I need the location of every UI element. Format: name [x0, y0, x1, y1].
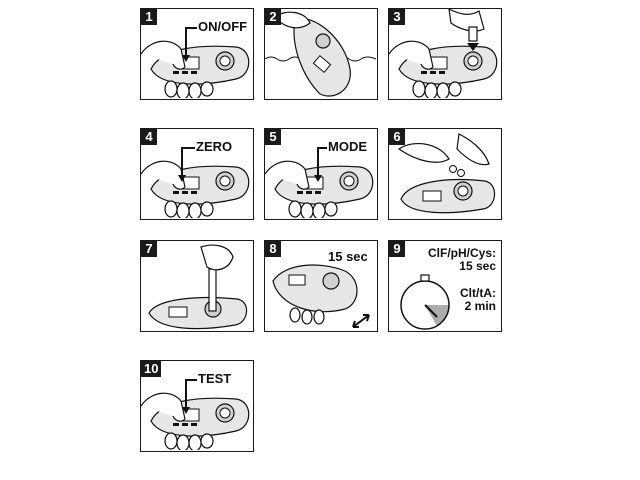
pointer-arrow-icon — [314, 175, 322, 182]
fill-cell-in-water-illustration — [265, 11, 376, 97]
clt-ta-duration: 2 min — [464, 299, 496, 313]
step-5-panel: 5 MODE — [264, 128, 378, 220]
cl-ph-cys-label: ClF/pH/Cys: — [427, 246, 496, 260]
insert-arrow-icon — [467, 43, 479, 51]
add-tablet-illustration — [397, 133, 496, 214]
pointer-arrow-icon — [178, 175, 186, 182]
cl-ph-cys-time-label: ClF/pH/Cys: 15 sec — [426, 246, 497, 273]
step-6-panel: 6 — [388, 128, 502, 220]
step-number: 9 — [389, 241, 405, 257]
cl-ph-cys-duration: 15 sec — [459, 259, 496, 273]
pointer-line — [181, 147, 195, 149]
shake-arrow-icon — [352, 314, 370, 328]
step-number: 6 — [389, 129, 405, 145]
step-number: 10 — [141, 361, 162, 377]
step-3-panel: 3 — [388, 8, 502, 100]
step-9-panel: 9 ClF/pH/Cys: 15 sec Clt/tA: 2 min — [388, 240, 502, 332]
duration-label: 15 sec — [327, 249, 369, 264]
step-number: 1 — [141, 9, 157, 25]
step-10-panel: 10 TEST — [140, 360, 254, 452]
step-number: 2 — [265, 9, 281, 25]
test-label: TEST — [197, 371, 233, 386]
stopwatch-icon — [400, 274, 450, 330]
step-1-panel: 1 ON/OFF — [140, 8, 254, 100]
pointer-line — [185, 379, 197, 381]
shake-device-illustration — [272, 264, 370, 328]
insert-cell-illustration — [389, 9, 498, 98]
pointer-line — [185, 27, 197, 29]
pointer-line — [317, 147, 327, 149]
mode-label: MODE — [327, 139, 368, 154]
pointer-arrow-icon — [182, 55, 190, 62]
clt-ta-label: Clt/tA: — [460, 286, 496, 300]
step-number: 5 — [265, 129, 281, 145]
clt-ta-time-label: Clt/tA: 2 min — [459, 287, 497, 313]
step-number: 7 — [141, 241, 157, 257]
step-number: 4 — [141, 129, 157, 145]
pointer-line — [317, 147, 319, 177]
pointer-line — [185, 27, 187, 57]
pointer-arrow-icon — [182, 407, 190, 414]
step-2-panel: 2 — [264, 8, 378, 100]
on-off-label: ON/OFF — [197, 19, 249, 34]
step-number: 8 — [265, 241, 281, 257]
step-4-panel: 4 ZERO — [140, 128, 254, 220]
zero-label: ZERO — [195, 139, 234, 154]
step-8-panel: 8 15 sec — [264, 240, 378, 332]
crush-tablet-illustration — [148, 244, 248, 330]
pointer-line — [181, 147, 183, 177]
pointer-line — [185, 379, 187, 409]
step-number: 3 — [389, 9, 405, 25]
step-7-panel: 7 — [140, 240, 254, 332]
